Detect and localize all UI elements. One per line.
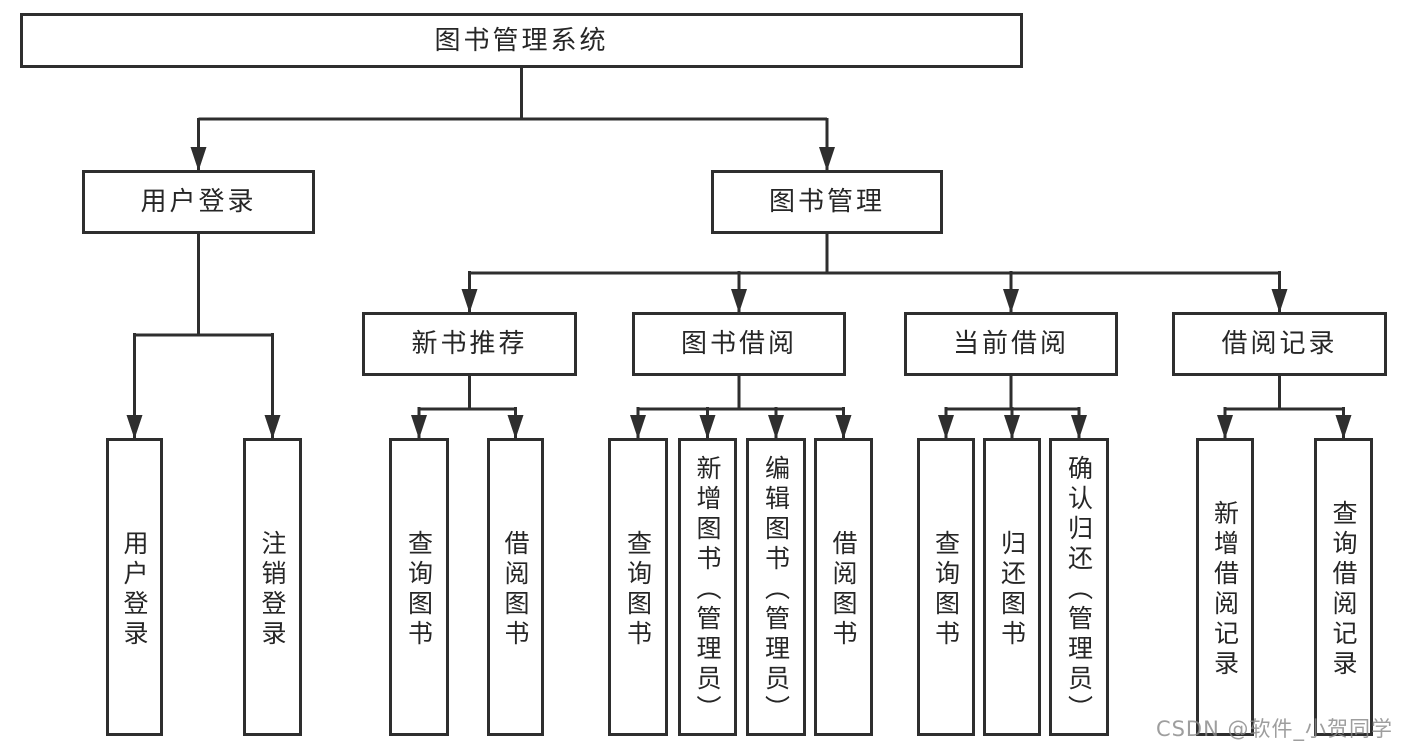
node-root-label: 图书管理系统 [434, 25, 609, 56]
leaf-return-book: 归还图书 [983, 438, 1041, 736]
leaf-borrow-book-recommend-label: 借阅图书 [501, 529, 530, 650]
leaf-query-book-current: 查询图书 [917, 438, 975, 736]
leaf-query-borrow-record-label: 查询借阅记录 [1329, 499, 1358, 680]
leaf-logout-label: 注销登录 [258, 529, 287, 650]
node-book-management: 图书管理 [711, 170, 943, 234]
leaf-query-book-borrow-label: 查询图书 [623, 529, 653, 650]
leaf-user-login: 用户登录 [106, 438, 163, 736]
node-current-borrow: 当前借阅 [904, 312, 1118, 376]
edges-book-management-children [461, 234, 1288, 313]
node-borrow-record: 借阅记录 [1172, 312, 1387, 376]
node-borrow-record-label: 借阅记录 [1221, 329, 1338, 359]
edges-current-borrow-children [938, 376, 1087, 439]
leaf-add-book-admin-label: 新增图书（管理员） [693, 454, 722, 725]
node-book-management-label: 图书管理 [768, 187, 885, 217]
leaf-logout: 注销登录 [243, 438, 302, 736]
leaf-query-book-current-label: 查询图书 [931, 529, 961, 650]
node-book-borrow: 图书借阅 [632, 312, 846, 376]
leaf-return-book-label: 归还图书 [997, 529, 1027, 650]
node-user-login-label: 用户登录 [140, 187, 257, 217]
node-current-borrow-label: 当前借阅 [952, 329, 1069, 359]
leaf-add-borrow-record: 新增借阅记录 [1196, 438, 1254, 736]
leaf-query-book-borrow: 查询图书 [608, 438, 668, 736]
leaf-borrow-book-recommend: 借阅图书 [487, 438, 544, 736]
node-user-login: 用户登录 [82, 170, 315, 234]
edges-user-login-children [126, 234, 281, 439]
watermark: CSDN @软件_小贺同学 [1155, 717, 1393, 741]
leaf-add-book-admin: 新增图书（管理员） [678, 438, 737, 736]
edges-new-book-recommend-children [411, 376, 524, 439]
edges-root-to-level2 [190, 68, 835, 171]
node-new-book-recommend: 新书推荐 [362, 312, 577, 376]
leaf-confirm-return-admin: 确认归还（管理员） [1049, 438, 1109, 736]
leaf-user-login-label: 用户登录 [120, 529, 149, 650]
leaf-query-borrow-record: 查询借阅记录 [1314, 438, 1373, 736]
leaf-query-book-recommend-label: 查询图书 [404, 529, 434, 650]
node-root: 图书管理系统 [20, 13, 1023, 68]
edges-book-borrow-children [630, 376, 852, 439]
leaf-add-borrow-record-label: 新增借阅记录 [1210, 499, 1240, 680]
leaf-borrow-book: 借阅图书 [814, 438, 873, 736]
node-new-book-recommend-label: 新书推荐 [411, 329, 528, 359]
leaf-edit-book-admin-label: 编辑图书（管理员） [761, 454, 791, 725]
leaf-edit-book-admin: 编辑图书（管理员） [746, 438, 806, 736]
node-book-borrow-label: 图书借阅 [680, 329, 797, 359]
edges-borrow-record-children [1217, 376, 1352, 439]
leaf-query-book-recommend: 查询图书 [389, 438, 449, 736]
leaf-confirm-return-admin-label: 确认归还（管理员） [1064, 454, 1094, 725]
leaf-borrow-book-label: 借阅图书 [829, 529, 858, 650]
